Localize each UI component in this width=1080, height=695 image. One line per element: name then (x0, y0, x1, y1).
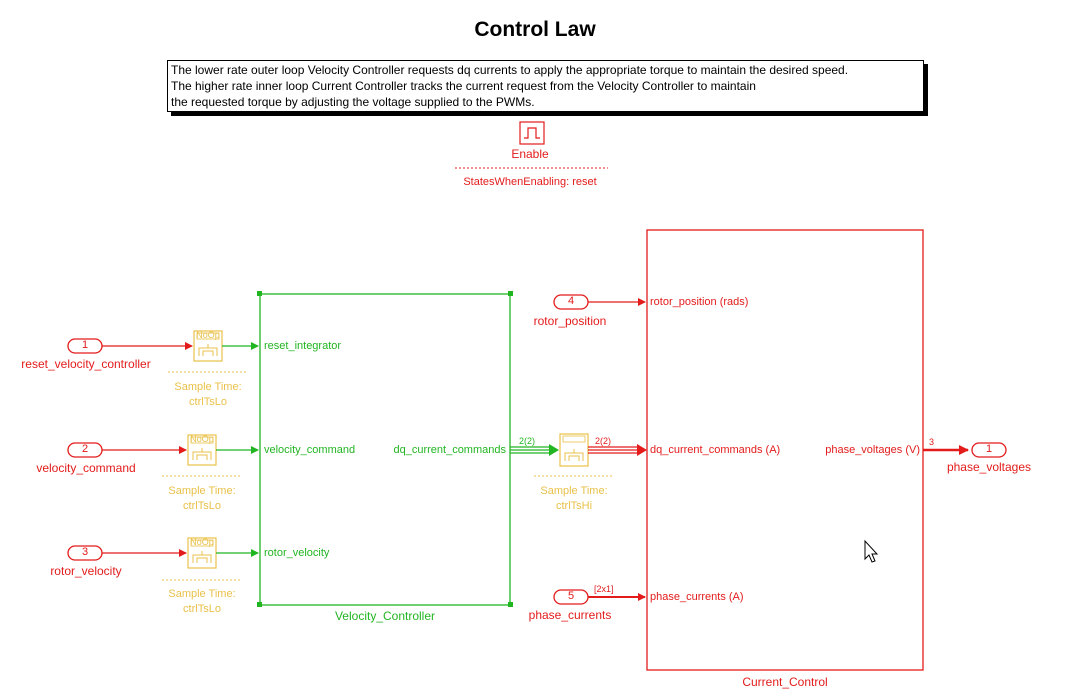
sample-time-label-1: Sample Time: (174, 381, 242, 393)
current-control-name: Current_Control (742, 675, 828, 689)
inport-1-name: reset_velocity_controller (21, 357, 151, 371)
inport-5-number: 5 (567, 590, 575, 602)
cc-input-rotor-position: rotor_position (rads) (650, 296, 749, 308)
enable-block[interactable] (519, 121, 545, 145)
sample-time-label-4: Sample Time: (540, 485, 608, 497)
rate-transition-1-tag: NoOp (196, 330, 220, 340)
annotation-line: The lower rate outer loop Velocity Contr… (171, 63, 849, 77)
sample-time-value-2: ctrlTsLo (183, 500, 221, 512)
dq-in-dims: 2(2) (595, 436, 612, 446)
inport-3-name: rotor_velocity (50, 564, 122, 578)
inport-1-number: 1 (81, 339, 89, 351)
annotation-line: the requested torque by adjusting the vo… (171, 95, 535, 109)
phase-currents-dims: [2x1] (594, 584, 614, 594)
phase-voltages-dims: 3 (929, 437, 935, 447)
annotation-line: The higher rate inner loop Current Contr… (171, 79, 756, 93)
rate-transition-3-tag: NoOp (190, 537, 214, 547)
inport-2-name: velocity_command (36, 461, 136, 475)
cc-input-phase-currents: phase_currents (A) (650, 591, 744, 603)
rate-transition-2[interactable] (187, 434, 217, 466)
inport-4-number: 4 (567, 295, 575, 307)
sample-time-value-3: ctrlTsLo (183, 603, 221, 615)
rate-transition-1[interactable] (193, 330, 223, 362)
sample-time-value-1: ctrlTsLo (189, 396, 227, 408)
cc-output-phase-voltages: phase_voltages (V) (825, 444, 920, 456)
velocity-controller-name: Velocity_Controller (334, 609, 436, 623)
rate-transition-4[interactable] (559, 433, 589, 467)
inport-3-number: 3 (81, 546, 89, 558)
sample-time-label-2: Sample Time: (168, 485, 236, 497)
vc-input-reset-integrator: reset_integrator (264, 340, 342, 352)
outport-1[interactable] (971, 442, 1007, 458)
inport-5-name: phase_currents (528, 608, 612, 622)
vc-output-dq-current-commands: dq_current_commands (393, 444, 506, 456)
annotation-box[interactable]: The lower rate outer loop Velocity Contr… (167, 60, 924, 112)
inport-4-name: rotor_position (533, 314, 607, 328)
dq-out-dims: 2(2) (519, 436, 536, 446)
cc-input-dq-current-commands: dq_current_commands (A) (650, 444, 781, 456)
enable-label: Enable (511, 147, 549, 161)
mouse-cursor-icon (864, 539, 879, 563)
sample-time-label-3: Sample Time: (168, 588, 236, 600)
diagram-title: Control Law (474, 18, 596, 41)
rate-transition-2-tag: NoOp (190, 434, 214, 444)
states-when-enabling-label: StatesWhenEnabling: reset (463, 176, 597, 188)
vc-input-velocity-command: velocity_command (264, 444, 356, 456)
outport-1-name: phase_voltages (946, 460, 1032, 474)
vc-input-rotor-velocity: rotor_velocity (264, 547, 330, 559)
sample-time-value-4: ctrlTsHi (555, 500, 593, 512)
outport-1-number: 1 (985, 443, 993, 455)
inport-2-number: 2 (81, 443, 89, 455)
pulse-icon (524, 127, 540, 139)
